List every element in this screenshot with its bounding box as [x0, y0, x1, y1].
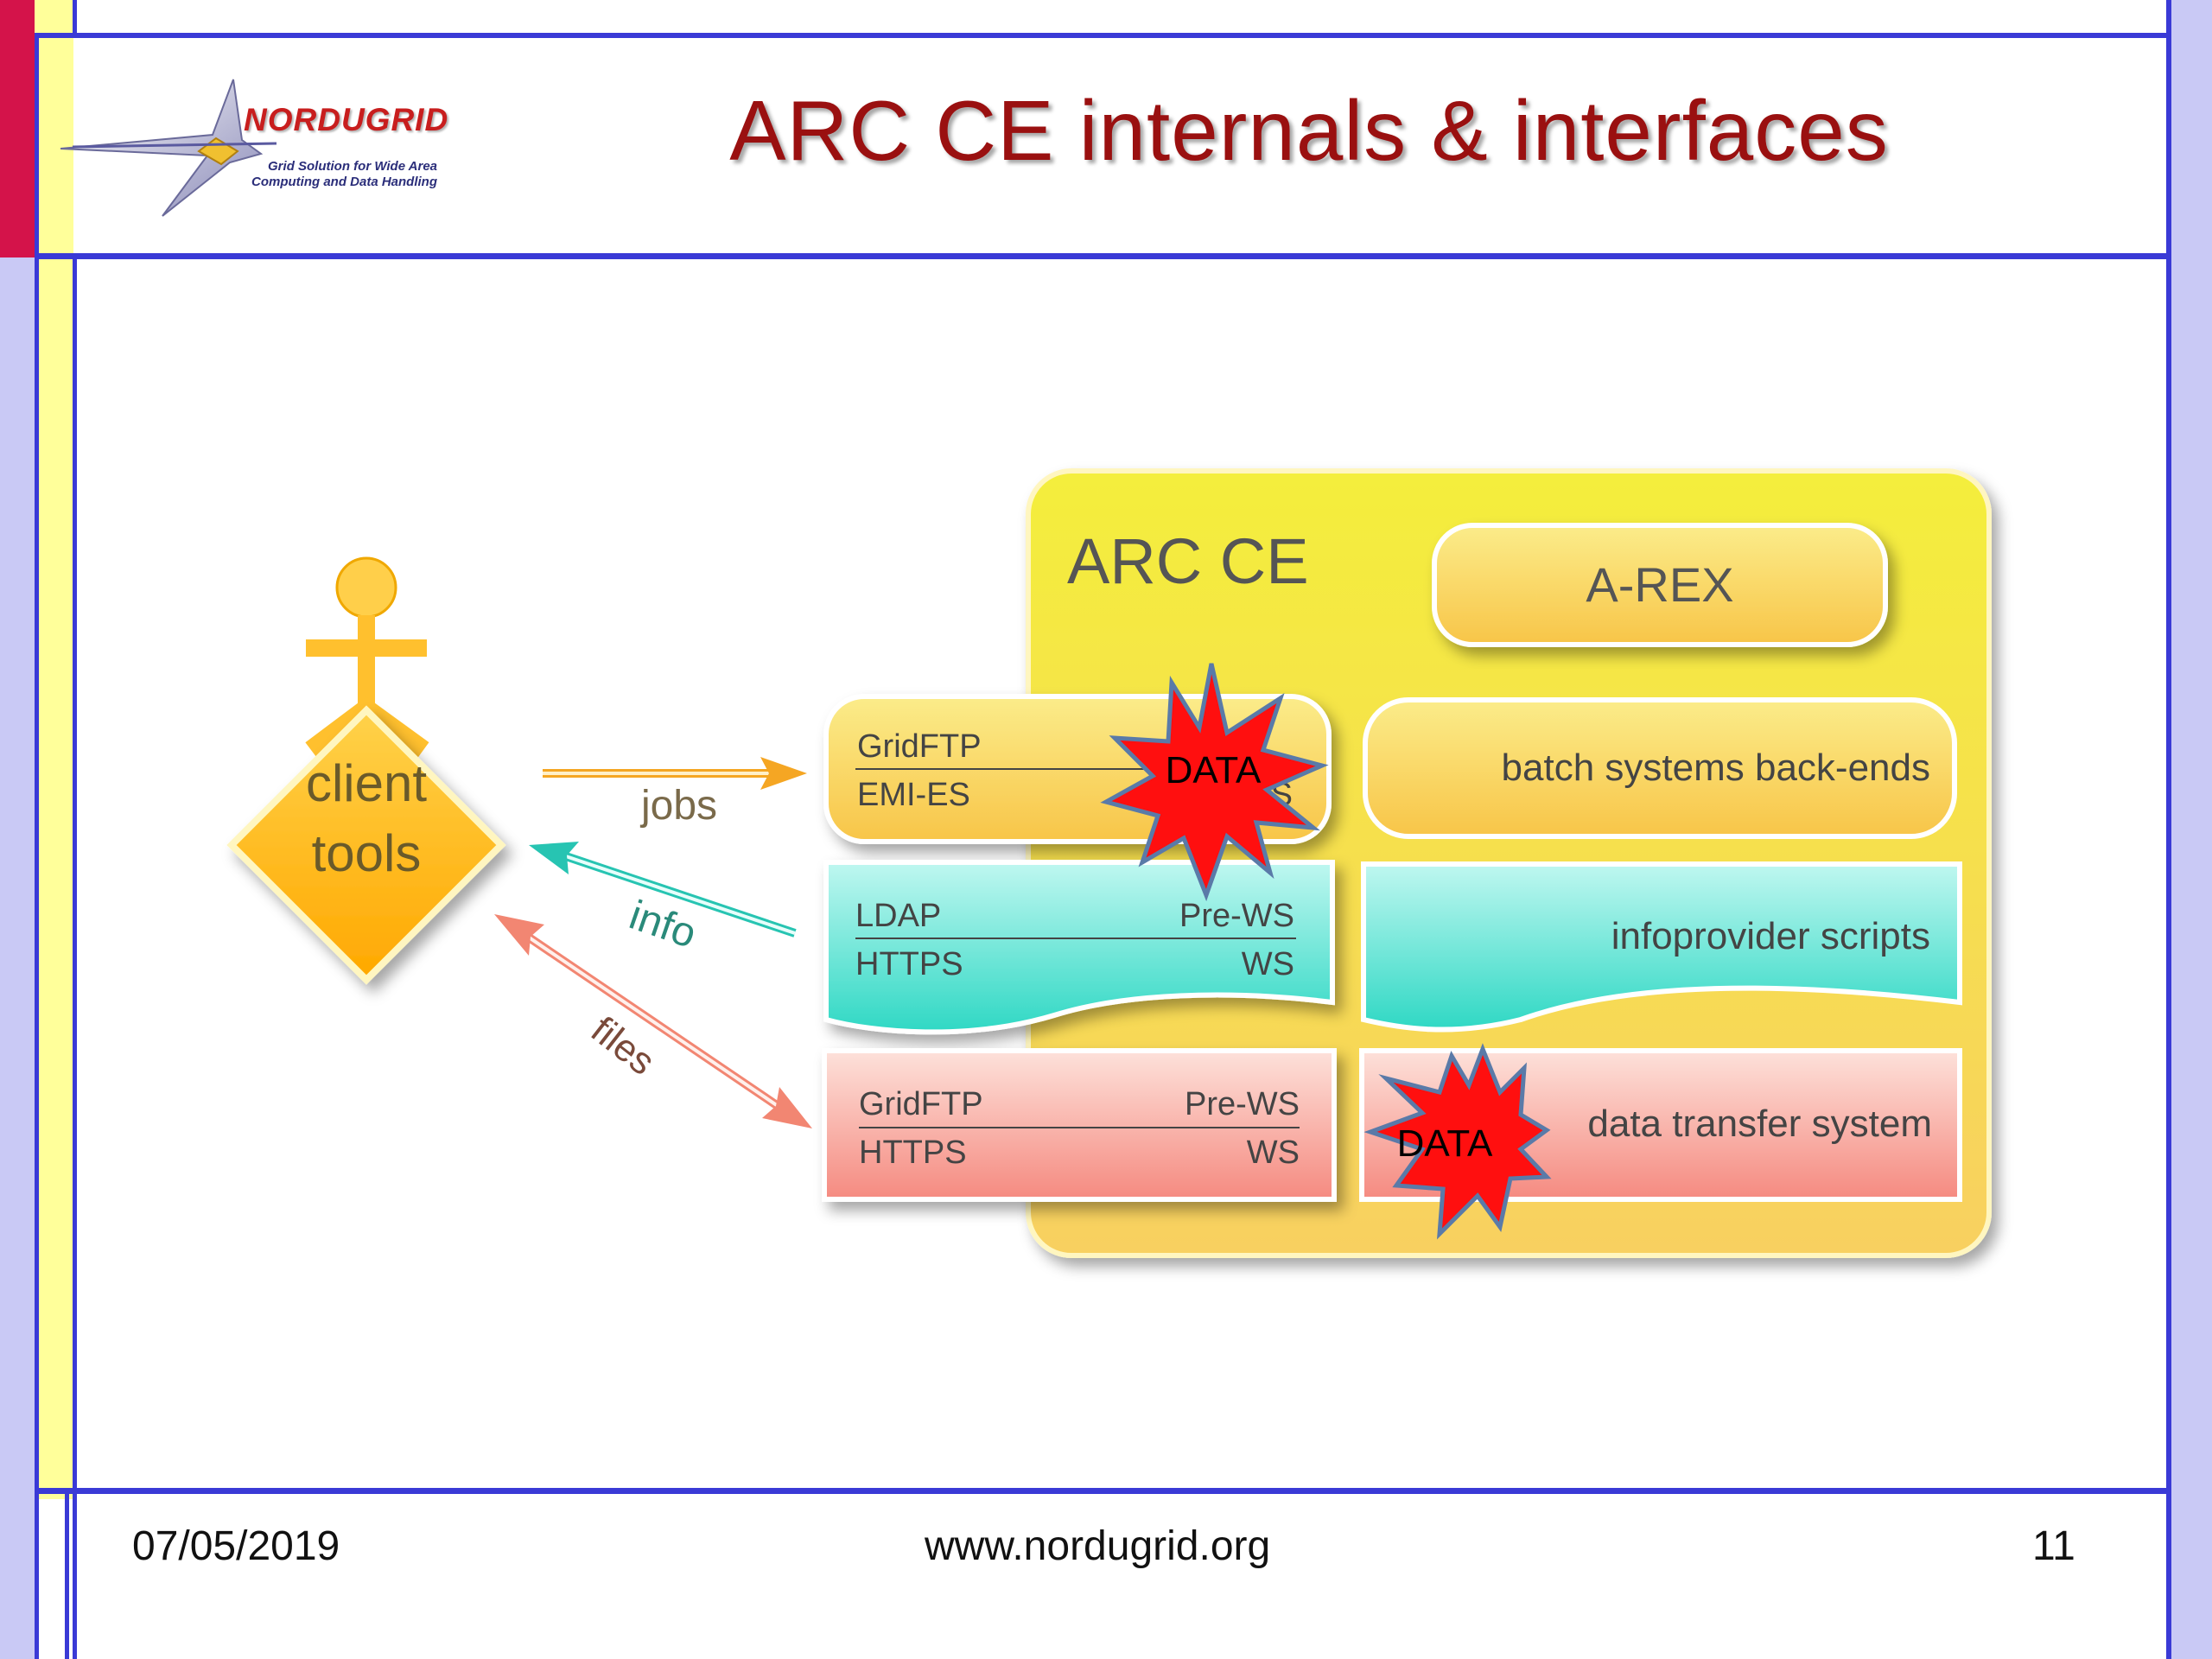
infoprovider-label: infoprovider scripts — [1611, 915, 1930, 957]
info-https-label: HTTPS — [855, 946, 963, 982]
frame-line-right — [2166, 0, 2171, 1659]
slide-title: ARC CE internals & interfaces — [729, 83, 1889, 178]
footer-url[interactable]: www.nordugrid.org — [925, 1523, 1271, 1569]
batch-systems-box — [1363, 697, 1957, 839]
client-tools-actor: client tools — [226, 556, 506, 985]
arex-label: A-REX — [1586, 557, 1733, 612]
files-interface-box — [822, 1048, 1337, 1202]
footer-page-number: 11 — [2032, 1523, 2075, 1569]
dts-label: data transfer system — [1587, 1103, 1932, 1145]
frame-line-left-inner-2 — [73, 257, 77, 1659]
client-tools-diamond — [226, 705, 506, 985]
arc-ce-title: ARC CE — [1067, 525, 1309, 597]
nordugrid-logo — [60, 69, 449, 225]
right-lavender-bar — [2171, 0, 2212, 1659]
infoprovider-box — [1361, 861, 1962, 1033]
logo-wordmark: NORDUGRID — [244, 102, 449, 137]
frame-line-top — [35, 33, 2171, 38]
jobs-gridftp-label: GridFTP — [857, 728, 982, 765]
files-gridftp-label: GridFTP — [859, 1086, 983, 1122]
logo-tagline: Grid Solution for Wide Area Computing an… — [221, 159, 437, 190]
info-ws-label: WS — [1242, 946, 1294, 982]
jobs-arrow-label: jobs — [639, 783, 717, 829]
frame-line-header-bottom — [35, 253, 2171, 259]
actor-head — [335, 556, 397, 619]
info-prews-label: Pre-WS — [1179, 898, 1294, 934]
starburst-1-shape — [1100, 663, 1329, 902]
frame-line-left — [35, 33, 39, 1659]
info-ldap-label: LDAP — [855, 898, 941, 934]
arex-box — [1432, 523, 1888, 647]
starburst-2-label: DATA — [1397, 1122, 1493, 1165]
left-lavender-bar — [0, 257, 35, 1659]
logo-tagline-line-2: Computing and Data Handling — [251, 175, 437, 189]
logo-star-icon — [60, 79, 277, 217]
frame-line-footer-top — [35, 1488, 2171, 1494]
files-arrow: files — [494, 914, 812, 1128]
info-interface-box — [823, 860, 1335, 1035]
data-starburst-1: DATA — [1100, 663, 1329, 902]
files-https-label: HTTPS — [859, 1135, 967, 1171]
starburst-2-shape — [1363, 1043, 1552, 1240]
footer-date: 07/05/2019 — [132, 1523, 340, 1569]
client-tools-label-line2: tools — [312, 824, 422, 882]
info-arrow: info — [529, 842, 797, 957]
left-yellow-bar — [35, 0, 73, 1499]
frame-line-left-inner — [73, 0, 77, 35]
data-starburst-2: DATA — [1363, 1043, 1552, 1240]
logo-tagline-line-1: Grid Solution for Wide Area — [268, 159, 437, 174]
frame-line-footer-left — [65, 1488, 69, 1659]
jobs-arrow: jobs — [543, 757, 807, 829]
files-prews-label: Pre-WS — [1185, 1086, 1300, 1122]
client-tools-label-line1: client — [306, 754, 427, 812]
top-left-crimson-bar — [0, 0, 35, 257]
batch-systems-label: batch systems back-ends — [1502, 747, 1930, 789]
actor-arms — [306, 639, 427, 657]
starburst-1-label: DATA — [1166, 749, 1262, 791]
jobs-emies-label: EMI-ES — [857, 777, 970, 813]
files-ws-label: WS — [1247, 1135, 1300, 1171]
